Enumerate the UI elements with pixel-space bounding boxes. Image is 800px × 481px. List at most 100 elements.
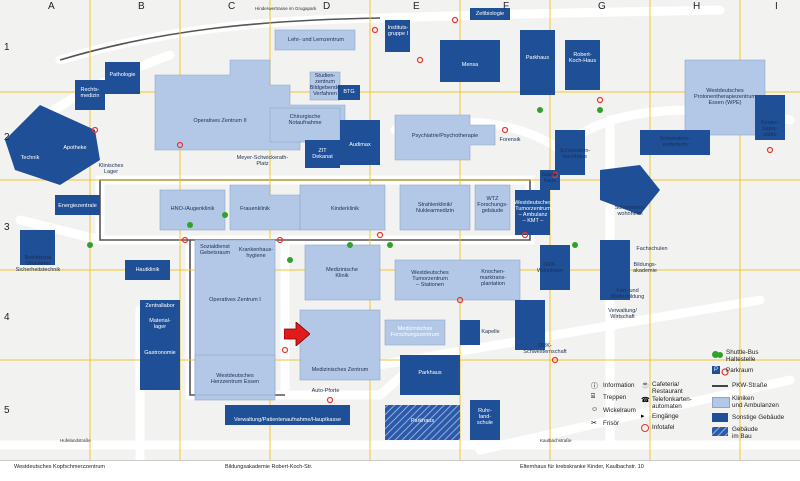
label-verwaltung[interactable]: Verwaltung/Patientenaufnahme/Hauptkasse	[233, 417, 342, 423]
label-knochenmark[interactable]: Knochen- marktrans- plantation	[479, 269, 507, 287]
grid-col-b: B	[138, 1, 145, 12]
bldg-wpe	[684, 59, 766, 136]
label-meyer[interactable]: Meyer-Schwickerath- Platz	[236, 155, 289, 167]
bldg-institut	[385, 20, 410, 52]
label-op2[interactable]: Operatives Zentrum II	[193, 118, 247, 124]
label-med-forschung[interactable]: Medizinisches Forschungszentrum	[390, 326, 440, 338]
legend-cafeteria: Cafeteria/ Restaurant	[652, 381, 683, 395]
bldg-wtzs	[394, 259, 521, 301]
label-med-klinik[interactable]: Medizinische Klinik	[326, 267, 358, 279]
label-mensa[interactable]: Mensa	[461, 62, 479, 68]
label-fortbildung[interactable]: Fort- und Weiterbildung	[610, 288, 645, 300]
bldg-parkhaus-mid	[400, 355, 460, 395]
bottom-wkz[interactable]: Westdeutsches Kopfschmerzzentrum	[14, 464, 105, 470]
bldg-parkhaus-bau	[385, 405, 460, 440]
label-betriebsrat[interactable]: Betriebsrat Druckerei Sicherheitstechnik	[15, 255, 61, 273]
label-fachschulen[interactable]: Fachschulen	[636, 246, 668, 252]
other-buildings	[5, 8, 785, 440]
label-technik[interactable]: Technik	[20, 155, 40, 161]
bldg-hno	[159, 189, 226, 231]
label-studien[interactable]: Studien- zentrum Bildgebende Verfahren	[309, 73, 341, 97]
label-parkhaus-top[interactable]: Parkhaus	[525, 55, 550, 61]
label-drk-wohnheim[interactable]: DRK- Wohnheim	[536, 262, 564, 274]
label-schwesternwohnheim-2[interactable]: Schwestern- wohnheim	[614, 205, 646, 217]
grid-col-h: H	[693, 1, 701, 12]
label-institutsgruppe[interactable]: Instituts- gruppe I	[387, 25, 409, 37]
bldg-strahlen	[399, 184, 471, 231]
label-pathologie[interactable]: Pathologie	[109, 72, 136, 78]
legend-treppen: Treppen	[603, 394, 627, 401]
label-gastronomie[interactable]: Gastronomie	[144, 350, 176, 356]
label-lehr[interactable]: Lehr- und Lernzentrum	[288, 37, 344, 43]
label-herzzentrum[interactable]: Westdeutsches Herzzentrum Essen	[210, 373, 260, 385]
label-kinderklinik[interactable]: Kinderklinik	[330, 206, 360, 212]
legend-telefonkarten: Telefonkarten- automaten	[652, 396, 692, 410]
label-parkhaus-bau[interactable]: Parkhaus	[410, 418, 435, 424]
label-zeltbiologie[interactable]: Zeltbiologie	[475, 11, 505, 17]
label-btg[interactable]: BTG	[343, 89, 355, 95]
label-gaestehaus[interactable]: Gäste- haus	[541, 172, 559, 184]
bldg-zit	[305, 140, 340, 168]
label-zentrallabor[interactable]: Zentrallabor	[145, 303, 175, 309]
label-sozialdienst[interactable]: Sozialdienst Gebetsraum	[199, 244, 231, 256]
grid-col-d: D	[323, 1, 331, 12]
bldg-kapelle	[460, 320, 480, 345]
label-rechtsmedizin[interactable]: Rechts- medizin	[80, 87, 100, 99]
label-bildungsakademie[interactable]: Bildungs- akademie	[633, 262, 657, 274]
label-apotheke[interactable]: Apotheke	[63, 145, 87, 151]
label-parkhaus-mid[interactable]: Parkhaus	[418, 370, 442, 376]
label-tagesstaette[interactable]: Kinder- tages- stätte	[761, 120, 779, 138]
label-materiallager[interactable]: Material- lager	[149, 318, 171, 330]
label-wtz-stationen[interactable]: Westdeutsches Tumorzentrum – Stationen	[411, 270, 449, 288]
label-hno[interactable]: HNO-/Augenklinik	[170, 206, 215, 212]
label-med-zentrum[interactable]: Medizinisches Zentrum	[311, 367, 369, 373]
legend-shuttle-dot	[712, 351, 719, 358]
label-energiezentrale[interactable]: Energiezentrale	[58, 203, 97, 209]
label-frauenklinik[interactable]: Frauenklinik	[240, 206, 270, 212]
legend-bau: Gebäude im Bau	[732, 426, 758, 440]
bottom-bar	[0, 460, 800, 481]
label-wtz-ambulanz[interactable]: Westdeutsches Tumorzentrum – Ambulanz – …	[514, 200, 552, 224]
bldg-herz	[194, 354, 276, 396]
label-drk-schwestern[interactable]: DRK- Schwesternschaft	[523, 343, 567, 355]
label-klinisches-lager[interactable]: Klinisches Lager	[98, 163, 124, 175]
baby-icon: ☺	[591, 406, 599, 413]
label-ruhrlandschule[interactable]: Ruhr- land- schule	[477, 408, 493, 426]
label-verwaltung-wirtschaft[interactable]: Verwaltung/ Wirtschaft	[608, 308, 637, 320]
label-schwesternwohnheim-1[interactable]: Schwestern- wohnheim	[659, 136, 691, 148]
bottom-bildung[interactable]: Bildungsakademie Robert-Koch-Str.	[225, 464, 313, 470]
label-chirurgische[interactable]: Chirurgische Notaufnahme	[288, 114, 322, 126]
bldg-drks	[515, 300, 545, 350]
grid-row-1: 1	[4, 42, 10, 53]
bldg-drkw	[540, 245, 570, 290]
phone-icon: ☎	[641, 397, 650, 404]
bldg-zeltbio	[470, 8, 510, 20]
label-zit[interactable]: ZIT Dekanat	[312, 148, 333, 160]
label-psychiatrie[interactable]: Psychiatrie/Psychotherapie	[411, 133, 479, 139]
bldg-schwwohn2	[600, 165, 660, 215]
bldg-zentrallabor	[140, 300, 180, 390]
label-forensik[interactable]: Forensik	[499, 137, 521, 143]
label-protonen[interactable]: Westdeutsches Protonentherapiezentrum Es…	[693, 88, 757, 106]
legend-kliniken: Kliniken und Ambulanzen	[732, 395, 779, 409]
bldg-wtzf	[474, 184, 511, 231]
label-krankenhaushygiene[interactable]: Krankenhaus- hygiene	[238, 247, 274, 259]
bldg-haut	[125, 260, 170, 280]
label-auto-pforte[interactable]: Auto-Pforte	[311, 388, 340, 394]
bldg-patho	[105, 62, 140, 94]
label-strahlenklinik[interactable]: Strahlenklinik/ Nuklearmedizin	[416, 202, 454, 214]
label-kapelle[interactable]: Kapelle	[481, 329, 500, 335]
bottom-elternhaus[interactable]: Elternhaus für krebskranke Kinder, Kaulb…	[520, 464, 644, 470]
label-op1[interactable]: Operatives Zentrum I	[209, 297, 261, 303]
bldg-chirurgische	[269, 107, 341, 143]
bldg-medforschung	[384, 319, 446, 346]
label-schwestern[interactable]: Schwestern- hochhaus	[559, 148, 591, 160]
label-wtz-forschung[interactable]: WTZ Forschungs- gebäude	[477, 196, 508, 214]
label-hautklinik[interactable]: Hautklinik	[135, 267, 160, 273]
info-icon: ⓘ	[591, 383, 598, 390]
clinic-swatch	[712, 397, 730, 408]
label-robert-koch[interactable]: Robert- Koch-Haus	[568, 52, 597, 64]
label-audimax[interactable]: Audimax	[349, 142, 371, 148]
